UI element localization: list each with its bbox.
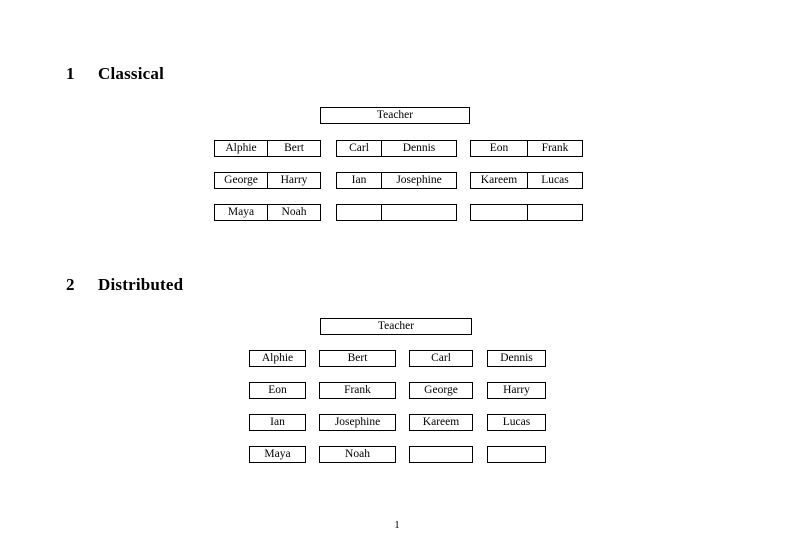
group-table-1: Alphie Bert [214, 140, 321, 157]
student-box: Alphie [249, 350, 306, 367]
student-box-empty [487, 446, 546, 463]
cell-name: Frank [527, 140, 583, 157]
student-box: Frank [319, 382, 396, 399]
table-row: Carl Dennis [336, 140, 457, 157]
student-box-empty [409, 446, 473, 463]
student-box: Carl [409, 350, 473, 367]
teacher-box-classical: Teacher [320, 107, 470, 124]
section-title: Distributed [98, 275, 184, 294]
student-box: Eon [249, 382, 306, 399]
section-number: 2 [66, 275, 75, 294]
group-table-3: Kareem Lucas [470, 172, 583, 189]
cell-name: Harry [267, 172, 321, 189]
table-row: Alphie Bert [214, 140, 321, 157]
cell-name: Ian [336, 172, 382, 189]
table-row: Kareem Lucas [470, 172, 583, 189]
cell-name: Josephine [381, 172, 457, 189]
student-box: Josephine [319, 414, 396, 431]
table-row: George Harry [214, 172, 321, 189]
cell-name-empty [470, 204, 528, 221]
cell-name-empty [336, 204, 382, 221]
cell-name: George [214, 172, 268, 189]
section-heading-classical: 1 Classical [66, 64, 164, 84]
cell-name: Kareem [470, 172, 528, 189]
cell-name: Maya [214, 204, 268, 221]
table-row: Maya Noah [214, 204, 321, 221]
table-row [470, 204, 583, 221]
group-table-1: Maya Noah [214, 204, 321, 221]
table-row: Eon Frank [470, 140, 583, 157]
student-box: Bert [319, 350, 396, 367]
group-table-2 [336, 204, 457, 221]
table-row: Ian Josephine [336, 172, 457, 189]
student-box: Maya [249, 446, 306, 463]
student-box: Ian [249, 414, 306, 431]
group-table-1: George Harry [214, 172, 321, 189]
cell-name: Eon [470, 140, 528, 157]
section-title: Classical [98, 64, 165, 83]
section-number: 1 [66, 64, 75, 83]
cell-name-empty [381, 204, 457, 221]
group-table-3: Eon Frank [470, 140, 583, 157]
student-box: Dennis [487, 350, 546, 367]
group-table-2: Carl Dennis [336, 140, 457, 157]
teacher-box-distributed: Teacher [320, 318, 472, 335]
table-row [336, 204, 457, 221]
cell-name: Dennis [381, 140, 457, 157]
group-table-3 [470, 204, 583, 221]
section-heading-distributed: 2 Distributed [66, 275, 183, 295]
cell-name: Alphie [214, 140, 268, 157]
cell-name: Noah [267, 204, 321, 221]
page-number: 1 [394, 519, 400, 531]
cell-name: Carl [336, 140, 382, 157]
student-box: Kareem [409, 414, 473, 431]
cell-name: Lucas [527, 172, 583, 189]
student-box: Harry [487, 382, 546, 399]
group-table-2: Ian Josephine [336, 172, 457, 189]
student-box: George [409, 382, 473, 399]
cell-name-empty [527, 204, 583, 221]
student-box: Noah [319, 446, 396, 463]
student-box: Lucas [487, 414, 546, 431]
cell-name: Bert [267, 140, 321, 157]
